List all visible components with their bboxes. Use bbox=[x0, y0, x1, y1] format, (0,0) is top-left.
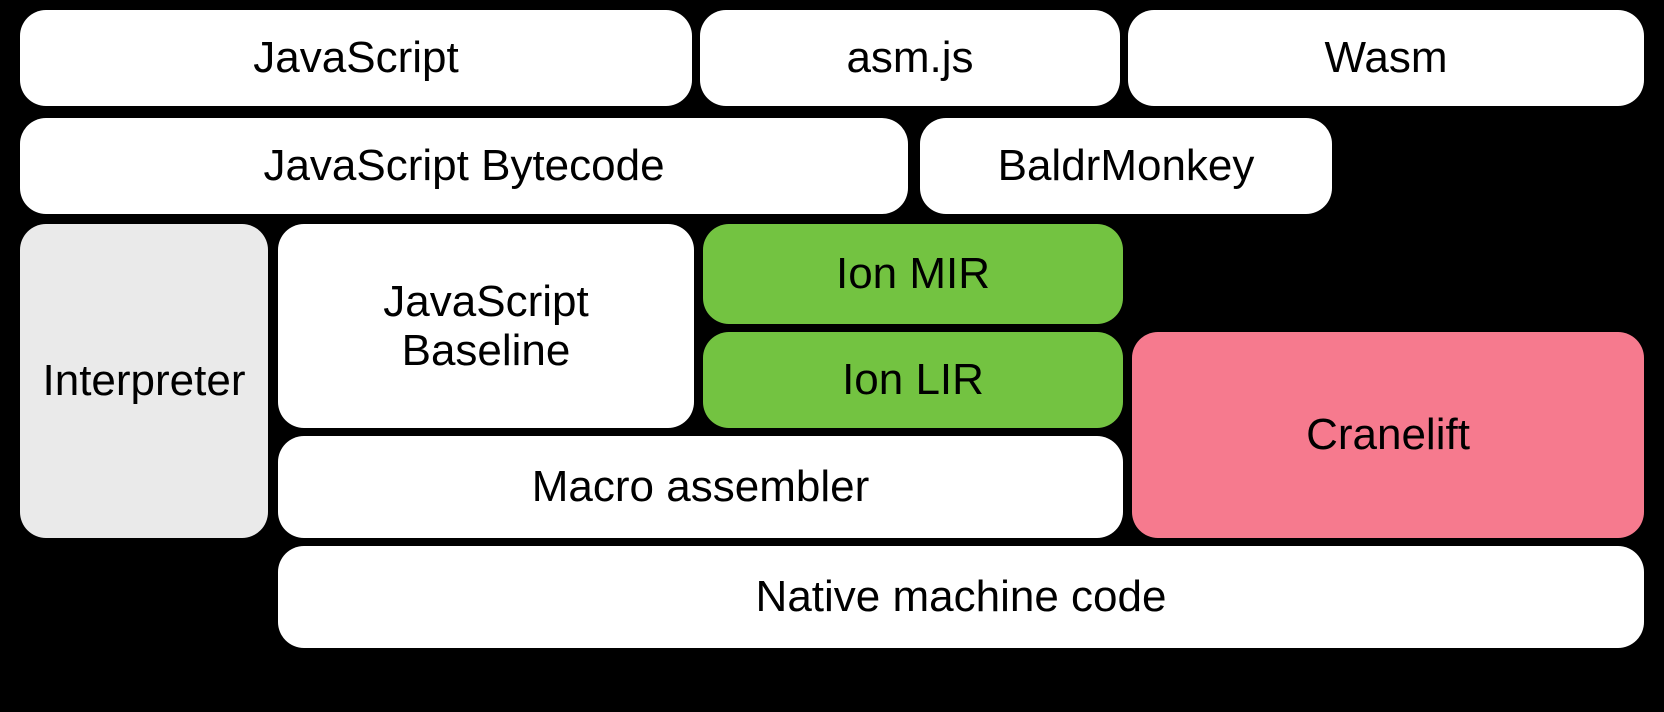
diagram-node-asm-js[interactable]: asm.js bbox=[700, 10, 1120, 106]
diagram-node-native-machine-code[interactable]: Native machine code bbox=[278, 546, 1644, 648]
diagram-node-label: BaldrMonkey bbox=[997, 141, 1255, 191]
diagram-node-label: JavaScript Baseline bbox=[383, 276, 589, 375]
diagram-node-interpreter[interactable]: Interpreter bbox=[20, 224, 268, 538]
diagram-node-ion-lir[interactable]: Ion LIR bbox=[703, 332, 1123, 428]
diagram-node-macro-assembler[interactable]: Macro assembler bbox=[278, 436, 1123, 538]
diagram-node-ion-mir[interactable]: Ion MIR bbox=[703, 224, 1123, 324]
diagram-node-label: JavaScript Bytecode bbox=[263, 141, 665, 191]
diagram-node-cranelift[interactable]: Cranelift bbox=[1132, 332, 1644, 538]
diagram-node-label: Ion LIR bbox=[842, 355, 984, 405]
diagram-node-javascript-bytecode[interactable]: JavaScript Bytecode bbox=[20, 118, 908, 214]
diagram-node-label: Cranelift bbox=[1306, 410, 1470, 460]
diagram-node-label: JavaScript bbox=[253, 33, 459, 83]
diagram-node-javascript[interactable]: JavaScript bbox=[20, 10, 692, 106]
diagram-node-label: Native machine code bbox=[755, 572, 1167, 622]
diagram-node-label: Interpreter bbox=[42, 356, 246, 406]
diagram-node-javascript-baseline[interactable]: JavaScript Baseline bbox=[278, 224, 694, 428]
diagram-node-label: Wasm bbox=[1324, 33, 1448, 83]
diagram-node-wasm[interactable]: Wasm bbox=[1128, 10, 1644, 106]
diagram-node-baldrmonkey[interactable]: BaldrMonkey bbox=[920, 118, 1332, 214]
diagram-node-label: asm.js bbox=[846, 33, 974, 83]
diagram-node-label: Ion MIR bbox=[835, 249, 991, 299]
diagram-node-label: Macro assembler bbox=[531, 462, 870, 512]
